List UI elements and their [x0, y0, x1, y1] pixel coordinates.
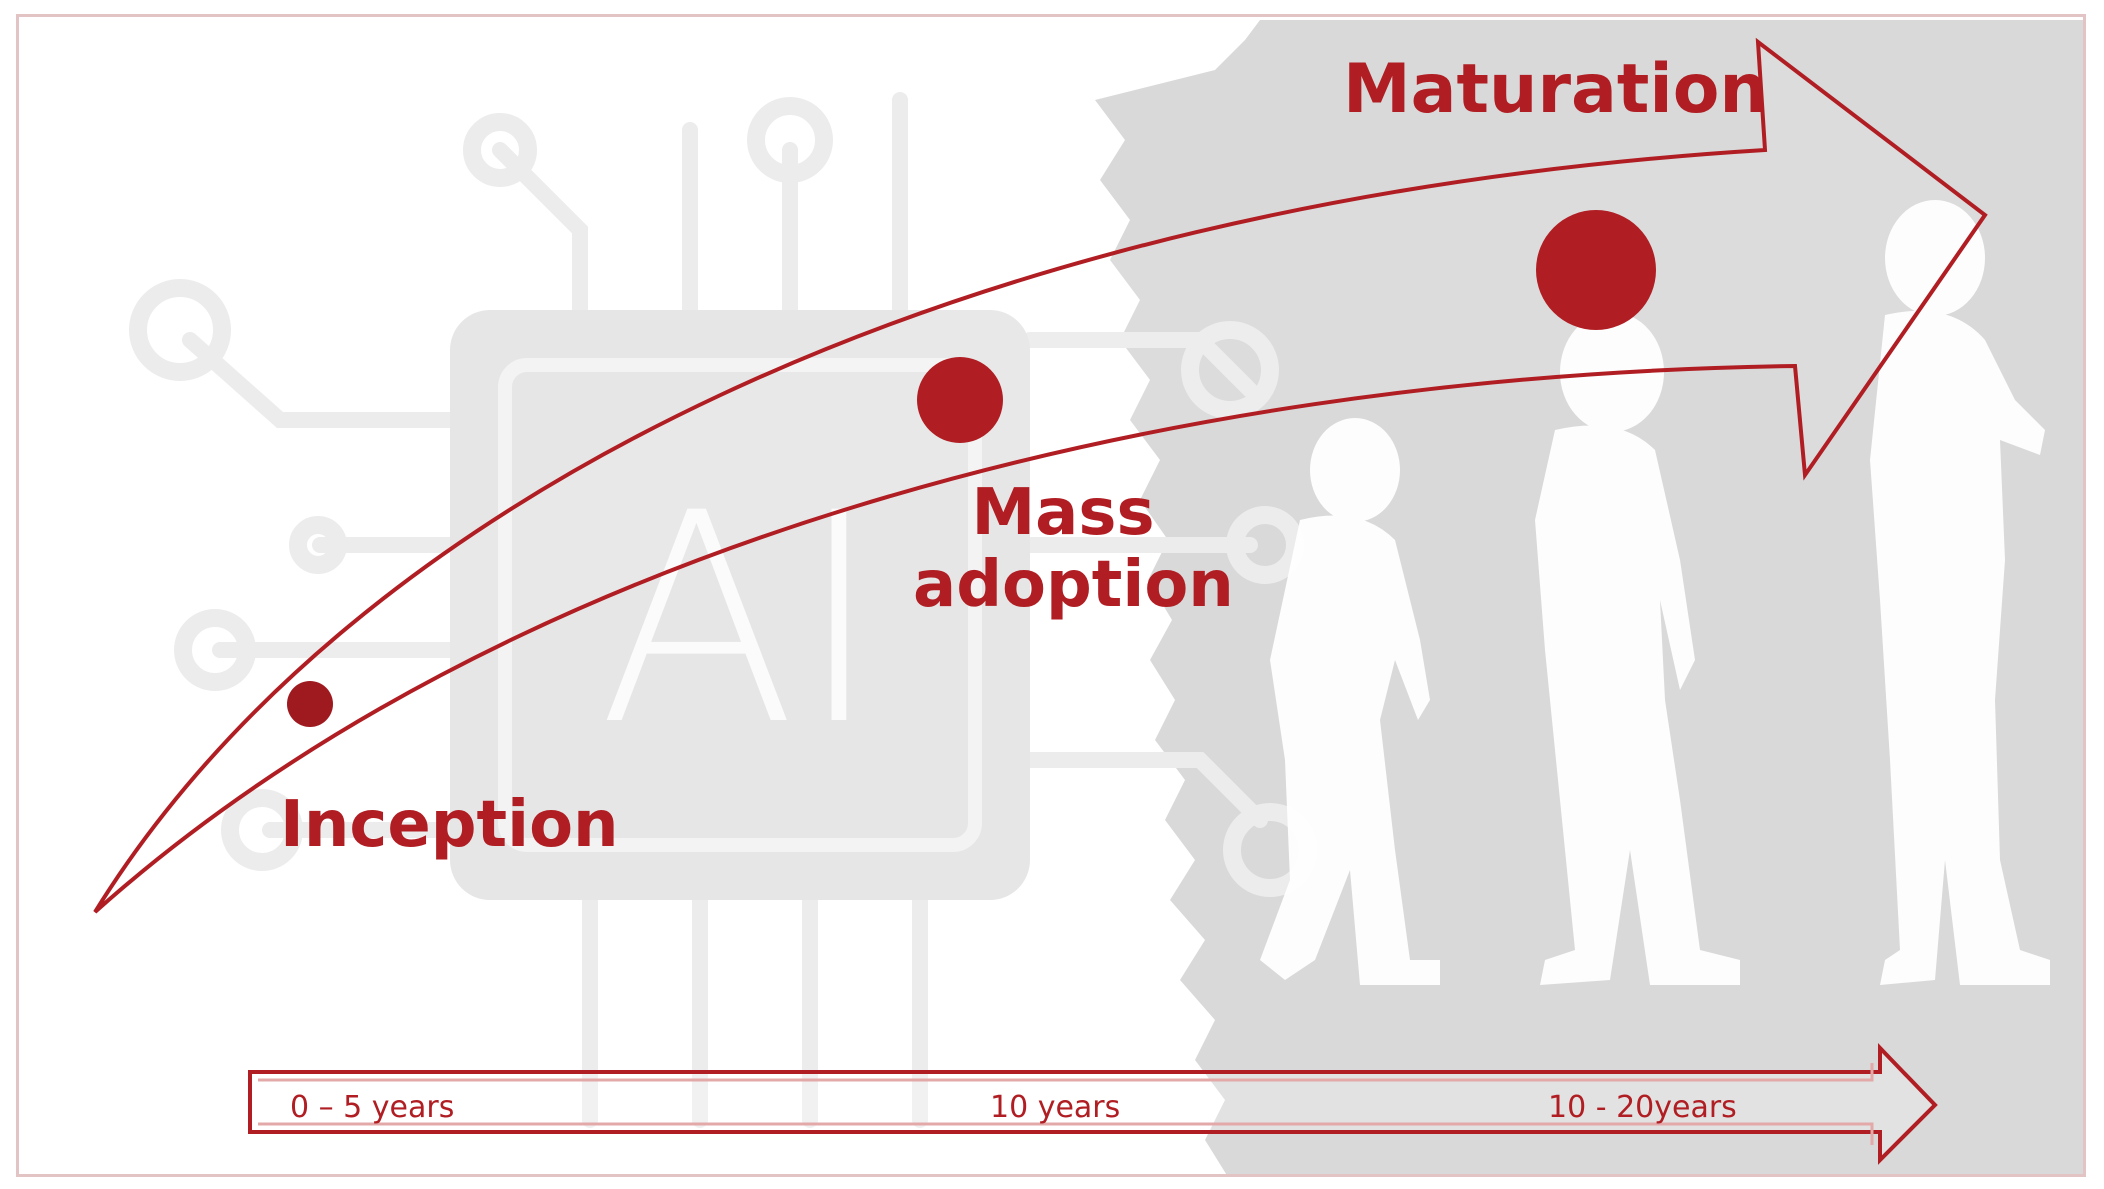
- dot-inception: [287, 681, 333, 727]
- label-mass-line-2: adoption: [913, 547, 1234, 622]
- timeline-label-0-5-years: 0 – 5 years: [290, 1090, 455, 1125]
- timeline-label-10-20-years: 10 - 20years: [1548, 1090, 1737, 1125]
- ai-chip-text: AI: [598, 452, 882, 789]
- timeline-label-10-years: 10 years: [990, 1090, 1121, 1125]
- label-mass-line-1: Mass: [971, 476, 1155, 550]
- timeline-arrow: [248, 1043, 1938, 1165]
- ai-chip-inner: [498, 358, 982, 852]
- label-maturation: Maturation: [1343, 50, 1768, 129]
- silhouette-adult: [1870, 200, 2050, 986]
- silhouette-child: [1260, 418, 1440, 985]
- dot-maturation: [1536, 210, 1656, 330]
- growth-arrow: [93, 37, 1988, 914]
- label-mass-adoption: Mass adoption: [913, 476, 1234, 622]
- dot-mass-adoption: [917, 357, 1003, 443]
- circuit-lines: [182, 92, 1268, 1128]
- circuit-nodes: [129, 97, 1317, 897]
- label-maturation-line: Maturation: [1343, 50, 1768, 129]
- human-silhouettes: [1260, 200, 2050, 986]
- label-inception-line: Inception: [280, 788, 619, 862]
- label-inception: Inception: [280, 788, 619, 862]
